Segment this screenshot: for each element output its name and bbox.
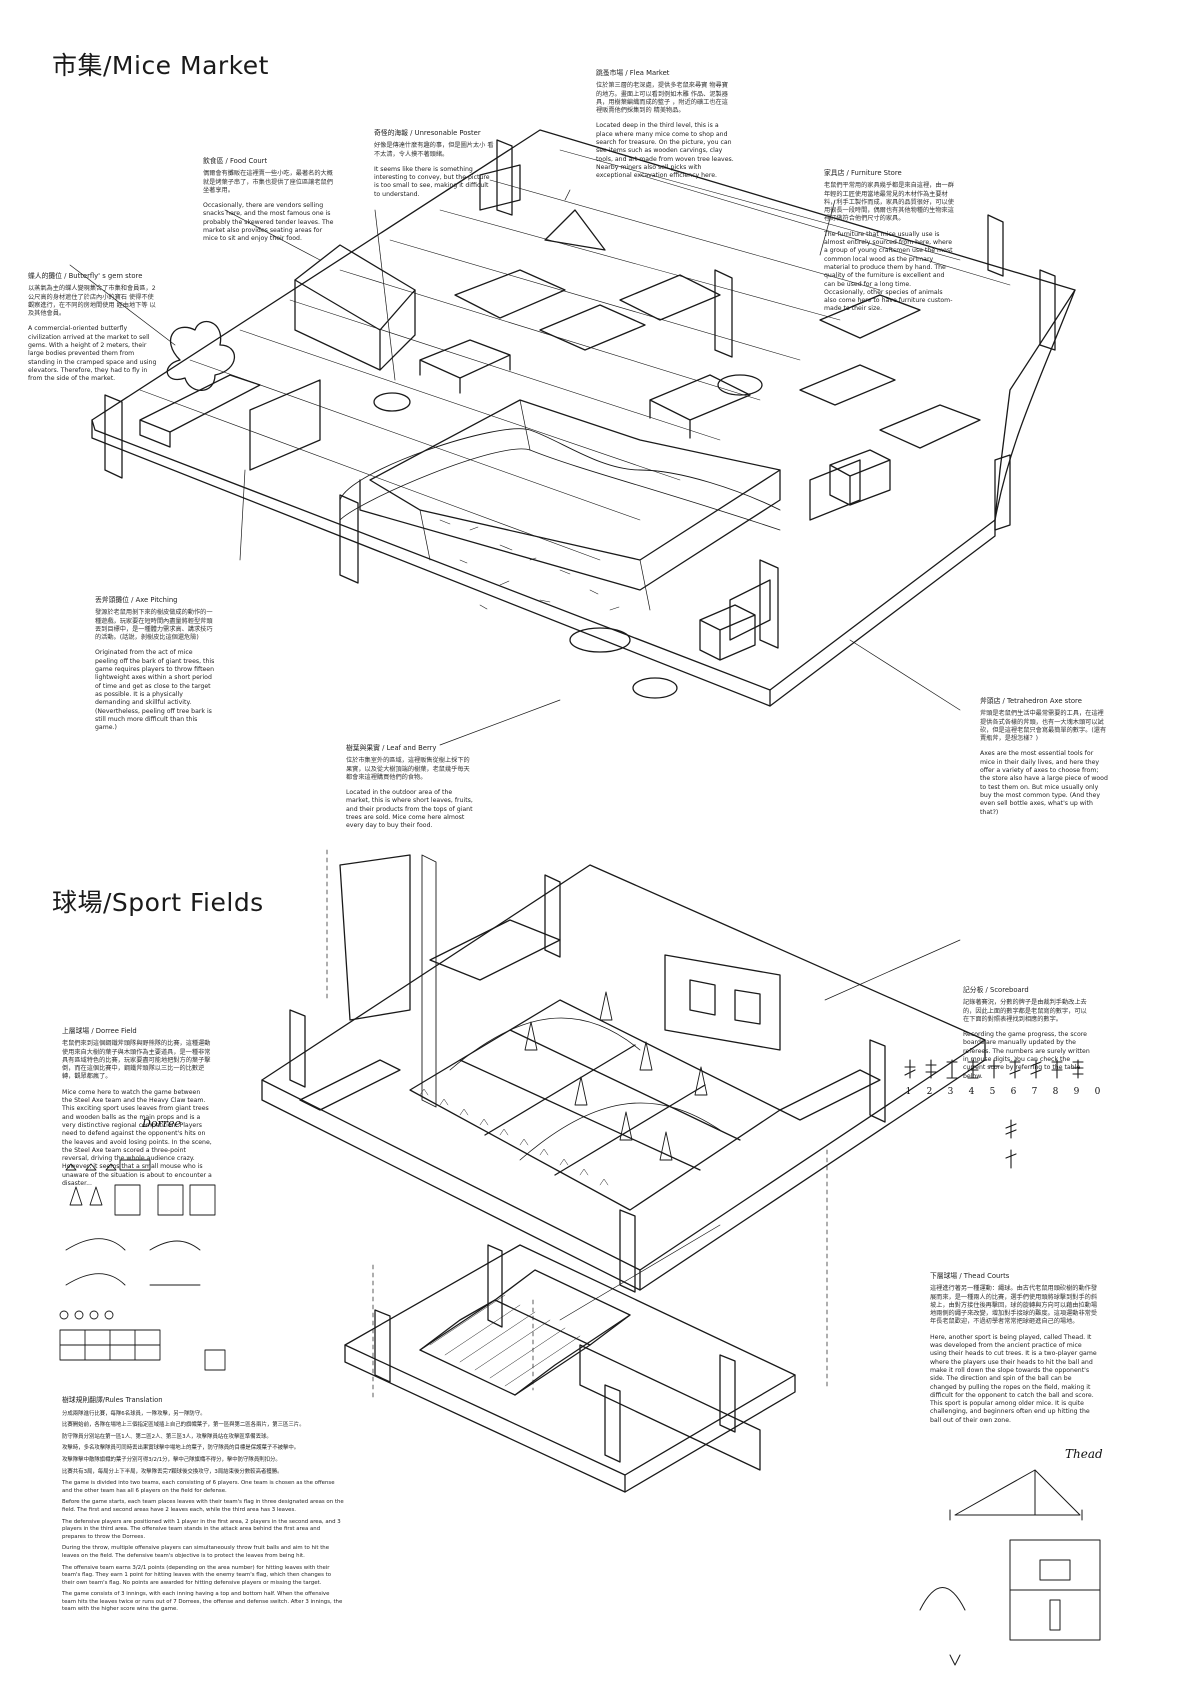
rules-zh-line: 攻擊隊擊中敵隊旗幟的葉子分別可得3/2/1分，擊中己隊旗幟不得分，擊中防守隊員則… [62, 1456, 281, 1463]
annotation-axe-pitching: 丟斧頭攤位 / Axe Pitching 發源於老鼠用剝下來的樹皮做成的動作的一… [95, 596, 215, 732]
annotation-zh-text: 斧頭是老鼠們生活中最常需要的工具，在這裡提供各式各樣的斧頭，也有一大塊木頭可以試… [980, 710, 1107, 743]
market-platform [91, 129, 1076, 707]
annotation-heading: 家具店 / Furniture Store [824, 169, 902, 177]
annotation-heading: 飲食區 / Food Court [203, 157, 268, 165]
digit-label: 3 [947, 1087, 954, 1097]
annotation-zh-text: 偶爾會有攤販在這裡賣一些小吃，最著名的大概就是烤葉子串了，市集也提供了座位區讓老… [203, 170, 333, 194]
digit-label: 5 [989, 1087, 996, 1097]
annotation-zh-text: 位於第三層的老深處，提供多老鼠來尋寶 物尋寶的地方。畫面上可以看到例如木雕 作品… [596, 82, 728, 115]
annotation-heading: 斧頭店 / Tetrahedron Axe store [980, 697, 1082, 705]
annotation-heading: 蝶人的攤位 / Butterfly' s gem store [28, 272, 143, 280]
market-title: 市集/Mice Market [52, 51, 269, 80]
annotation-heading: 記分板 / Scoreboard [963, 986, 1029, 994]
annotation-heading: 丟斧頭攤位 / Axe Pitching [95, 596, 178, 604]
annotation-heading: 下層球場 / Thead Courts [930, 1272, 1010, 1280]
thead-handwritten-label: Thead [1065, 1447, 1103, 1461]
digit-label: 8 [1052, 1087, 1059, 1097]
rules-zh-line: 比賽共有3局，每局分上下半局，攻擊隊丟完7顆球後交換攻守，3局結束後分數較高者獲… [62, 1468, 283, 1475]
dashed-connectors [326, 849, 828, 1401]
annotation-en-text: Mice come here to watch the game between… [62, 1088, 212, 1188]
rules-zh-line: 防守隊員分別站在第一區1人、第二區2人、第三區3人，攻擊隊員站在攻擊區準備丟球。 [62, 1433, 272, 1440]
digit-label: 4 [968, 1087, 975, 1097]
annotation-heading: 跳蚤市場 / Flea Market [596, 69, 670, 77]
digit-label: 1 [905, 1087, 912, 1097]
digit-label: 6 [1010, 1087, 1017, 1097]
rules-en-line: The offensive team earns 3/2/1 points (d… [62, 1564, 332, 1586]
annotation-en-text: Recording the game progress, the score b… [963, 1031, 1090, 1080]
annotation-zh-text: 這裡進行著另一種運動：繩球。由古代老鼠用頭砍樹的動作發展而來，是一種兩人的比賽，… [930, 1285, 1098, 1326]
annotation-heading: 樹葉與果實 / Leaf and Berry [346, 744, 437, 752]
annotation-zh-text: 位於市集室外的區域，這裡販售從樹上採下的果實，以及從大樹頂端的樹葉，老鼠幾乎每天… [346, 757, 470, 781]
annotation-heading: 奇怪的海報 / Unresonable Poster [374, 129, 481, 137]
annotation-thead-courts: 下層球場 / Thead Courts 這裡進行著另一種運動：繩球。由古代老鼠用… [930, 1272, 1100, 1425]
annotation-unreasonable-poster: 奇怪的海報 / Unresonable Poster 好像是傳達什麼有趣的事，但… [374, 129, 496, 199]
annotation-flea-market: 跳蚤市場 / Flea Market 位於第三層的老深處，提供多老鼠來尋寶 物尋… [596, 69, 734, 181]
annotation-furniture-store: 家具店 / Furniture Store 老鼠們平常用的家具幾乎都是來自這裡，… [824, 169, 954, 314]
digit-label: 9 [1073, 1087, 1080, 1097]
sport-lower-platform [344, 1244, 796, 1493]
digit-label: 7 [1031, 1087, 1038, 1097]
sport-title: 球場/Sport Fields [52, 888, 264, 917]
annotation-butterfly-gem-store: 蝶人的攤位 / Butterfly' s gem store 以蒸氣為主的蝶人變… [28, 272, 158, 384]
annotation-en-text: Here, another sport is being played, cal… [930, 1333, 1097, 1424]
annotation-dorree-field: 上層球場 / Dorree Field 老鼠們來到這個鋼鐵斧頭隊與野熊隊的比賽，… [62, 1027, 212, 1188]
annotation-food-court: 飲食區 / Food Court 偶爾會有攤販在這裡賣一些小吃，最著名的大概就是… [203, 157, 335, 244]
digit-label: 2 [926, 1087, 933, 1097]
annotation-leaf-and-berry: 樹葉與果實 / Leaf and Berry 位於市集室外的區域，這裡販售從樹上… [346, 744, 474, 831]
annotation-zh-text: 以蒸氣為主的蝶人變現集合了市集和會員區，2公尺高的身材遮住了於店內小的寶石 使得… [28, 285, 156, 318]
annotation-en-text: Located deep in the third level, this is… [596, 122, 734, 180]
rules-zh-line: 比賽開始前，各隊在場地上三個指定區域插上自己的旗幟葉子，第一區與第二區各兩片，第… [62, 1422, 305, 1429]
mouse-digit-numbers: 1 2 3 4 5 6 7 8 9 0 [898, 1087, 1108, 1097]
rules-en-line: Before the game starts, each team places… [62, 1499, 344, 1513]
thead-sketches [919, 1469, 1101, 1666]
annotation-zh-text: 發源於老鼠用剝下來的樹皮做成的動作的一種遊戲，玩家要在短時間內盡量將輕型斧頭丟到… [95, 609, 213, 642]
digit-label: 0 [1094, 1087, 1101, 1097]
annotation-en-text: The furniture that mice usually use is a… [824, 230, 953, 313]
annotation-zh-text: 老鼠們來到這個鋼鐵斧頭隊與野熊隊的比賽，這種運動使用來自大樹的葉子與木頭作為主要… [62, 1040, 211, 1081]
annotation-zh-text: 記錄著賽況，分數的牌子是由裁判手動改上去的，因此上面的數字都是老鼠寫的數字，可以… [963, 999, 1087, 1023]
annotation-en-text: Axes are the most essential tools for mi… [980, 750, 1108, 816]
mouse-digit-glyphs [904, 1059, 1084, 1169]
sport-upper-platform [261, 854, 986, 1293]
rules-heading: 樹球規則翻譯/Rules Translation [62, 1396, 163, 1404]
dorree-sketches [59, 1159, 226, 1371]
annotation-en-text: Occasionally, there are vendors selling … [203, 202, 334, 243]
market-leader-lines [69, 189, 961, 746]
annotation-zh-text: 好像是傳達什麼有趣的事，但是圖片太小 看不太清，令人摸不著頭緒。 [374, 142, 494, 158]
rules-zh-line: 分成兩隊進行比賽，每隊6名球員，一隊攻擊，另一隊防守。 [62, 1410, 206, 1417]
annotation-en-text: Located in the outdoor area of the marke… [346, 789, 473, 830]
annotation-tetrahedron-axe-store: 斧頭店 / Tetrahedron Axe store 斧頭是老鼠們生活中最常需… [980, 697, 1108, 817]
rules-en-line: The defensive players are positioned wit… [62, 1518, 341, 1540]
annotation-en-text: Originated from the act of mice peeling … [95, 649, 215, 732]
rules-zh-line: 攻擊時，多名攻擊隊員可同時丟出果實球擊中場地上的葉子，防守隊員的目標是保護葉子不… [62, 1445, 300, 1452]
annotation-en-text: A commercial-oriented butterfly civiliza… [28, 325, 157, 383]
annotation-heading: 上層球場 / Dorree Field [62, 1027, 137, 1035]
rules-translation: 樹球規則翻譯/Rules Translation 分成兩隊進行比賽，每隊6名球員… [62, 1396, 344, 1618]
dorree-handwritten-label: Dorree [142, 1117, 181, 1130]
sport-leader-lines [559, 939, 961, 1321]
annotation-zh-text: 老鼠們平常用的家具幾乎都是來自這裡，由一群年輕的工匠使用當地最常見的木材作為主要… [824, 182, 954, 223]
rules-en-line: During the throw, multiple offensive pla… [62, 1545, 330, 1559]
annotation-en-text: It seems like there is something interes… [374, 165, 490, 198]
rules-en-line: The game consists of 3 innings, with eac… [62, 1591, 343, 1613]
annotation-scoreboard: 記分板 / Scoreboard 記錄著賽況，分數的牌子是由裁判手動改上去的，因… [963, 986, 1091, 1081]
rules-en-line: The game is divided into two teams, each… [62, 1480, 335, 1494]
